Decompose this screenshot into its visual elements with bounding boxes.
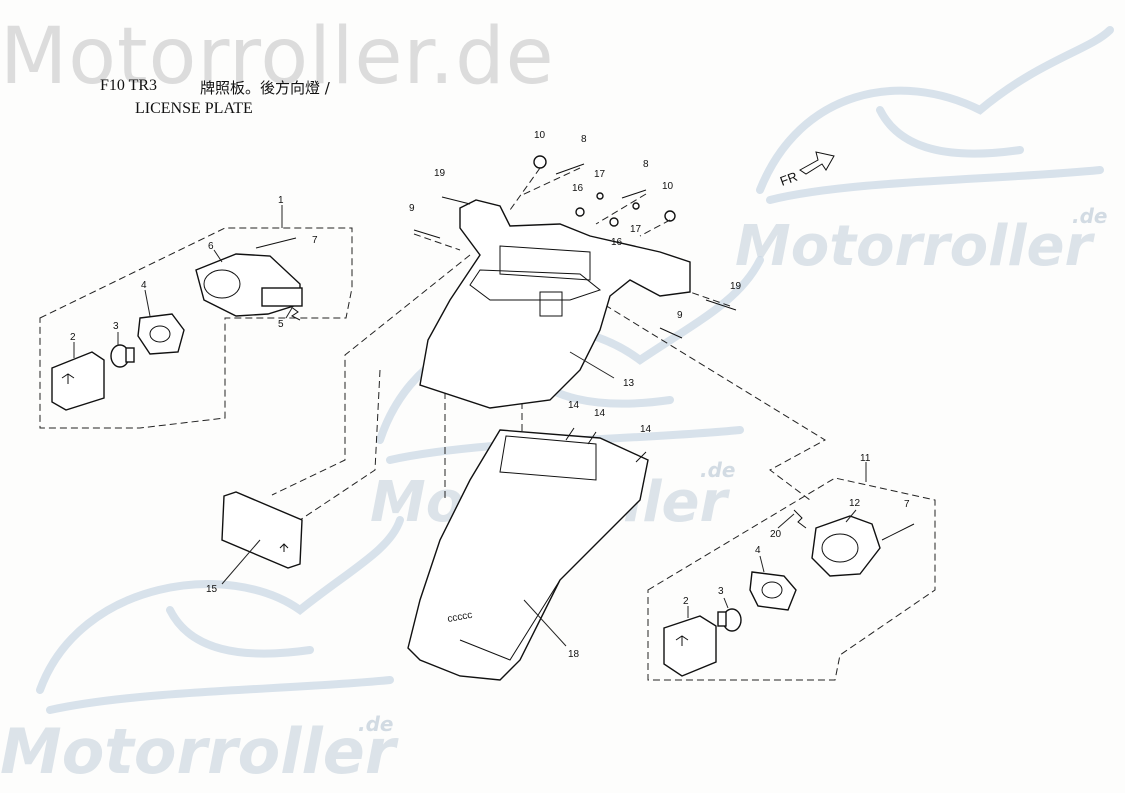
callout-5: 5 [278,319,284,330]
right-signal-housing [811,515,881,577]
right-socket [749,571,797,611]
washer-16b [609,217,619,227]
watermark-main: Motorroller.de [0,12,555,102]
callout-2-right: 2 [683,596,689,607]
title-chinese: 牌照板。後方向燈 / [200,79,330,97]
bolt-icon-8a [555,163,585,175]
callout-labels: 1 2 3 4 5 6 7 8 8 9 9 10 10 11 12 13 14 … [70,130,910,660]
nut-icon-10b [664,210,676,222]
screw-14a [565,427,575,441]
callout-1: 1 [278,195,284,206]
callout-17b: 17 [630,224,642,235]
callout-19b: 19 [730,281,742,292]
left-wire-5 [289,305,301,321]
right-lens [663,615,717,677]
callout-13: 13 [623,378,635,389]
watermark-bottom: Motorroller [0,715,396,788]
right-screw-7 [881,523,915,541]
fr-arrow-icon [799,151,835,175]
left-socket [137,313,185,355]
right-bulb-icon [717,608,742,632]
callout-3-left: 3 [113,321,119,332]
guide-9a [413,233,461,251]
callout-3-right: 3 [718,586,724,597]
nut-icon-17a [596,192,604,200]
callout-8b: 8 [643,159,649,170]
bolt-icon-9a [413,229,441,239]
callout-10a: 10 [534,130,546,141]
left-signal-group-outline [39,227,353,429]
assembly-line-left-plate [271,254,471,496]
watermark-right-suffix: .de [1072,204,1108,228]
title-english: LICENSE PLATE [135,100,253,117]
callout-12: 12 [849,498,861,509]
guide-10a [509,167,541,211]
fasteners [413,155,737,463]
license-plate [221,491,303,569]
callout-8a: 8 [581,134,587,145]
guide-8b [595,193,647,225]
callout-11: 11 [860,453,871,464]
callout-17a: 17 [594,169,606,180]
right-wire-20 [793,509,807,529]
model-code: F10 TR3 [100,77,158,94]
watermark-bottom-suffix: .de [358,712,394,736]
fender-logo: ccccc [447,610,474,625]
guide-10b [639,219,671,237]
guide-19b [689,291,731,307]
callout-14c: 14 [640,424,652,435]
license-plate-bracket [419,199,691,409]
callout-4-left: 4 [141,280,147,291]
callout-20: 20 [770,529,782,540]
left-lens [51,351,105,411]
right-signal-group-outline [647,477,936,681]
callout-4-right: 4 [755,545,761,556]
screw-14b [587,431,597,445]
callout-14a: 14 [568,400,580,411]
callout-7-left: 7 [312,235,318,246]
callout-19a: 19 [434,168,446,179]
nut-icon-10a [533,155,547,169]
scooter-watermark-bottom [36,516,404,714]
leader-lines [73,249,857,647]
callout-6: 6 [208,241,214,252]
assembly-line-right-signal [604,304,826,501]
callout-16a: 16 [572,183,584,194]
assembly-line-plate-to-fender [299,369,381,521]
washer-16a [575,207,585,217]
scooter-watermark-right [756,26,1114,204]
callout-15: 15 [206,584,218,595]
watermark-right: Motorroller [735,214,1093,279]
callout-16b: 16 [611,237,623,248]
bolt-icon-19b [705,299,737,311]
callout-2-left: 2 [70,332,76,343]
bolt-icon-8b [621,189,647,199]
fr-label: FR [778,169,799,189]
callout-9a: 9 [409,203,415,214]
bolt-icon-19a [441,196,471,205]
screw-14c [635,451,647,463]
rear-fender: ccccc [407,429,649,681]
callout-9b: 9 [677,310,683,321]
nut-icon-17b [632,202,640,210]
left-screw-7 [255,237,297,249]
callout-14b: 14 [594,408,606,419]
left-bulb-icon [110,344,135,368]
watermark-center-suffix: .de [700,458,736,482]
guide-8a [519,167,581,197]
callout-7-right: 7 [904,499,910,510]
callout-10b: 10 [662,181,674,192]
callout-18: 18 [568,649,580,660]
bolt-icon-9b [659,327,683,339]
left-signal-housing [195,253,303,317]
